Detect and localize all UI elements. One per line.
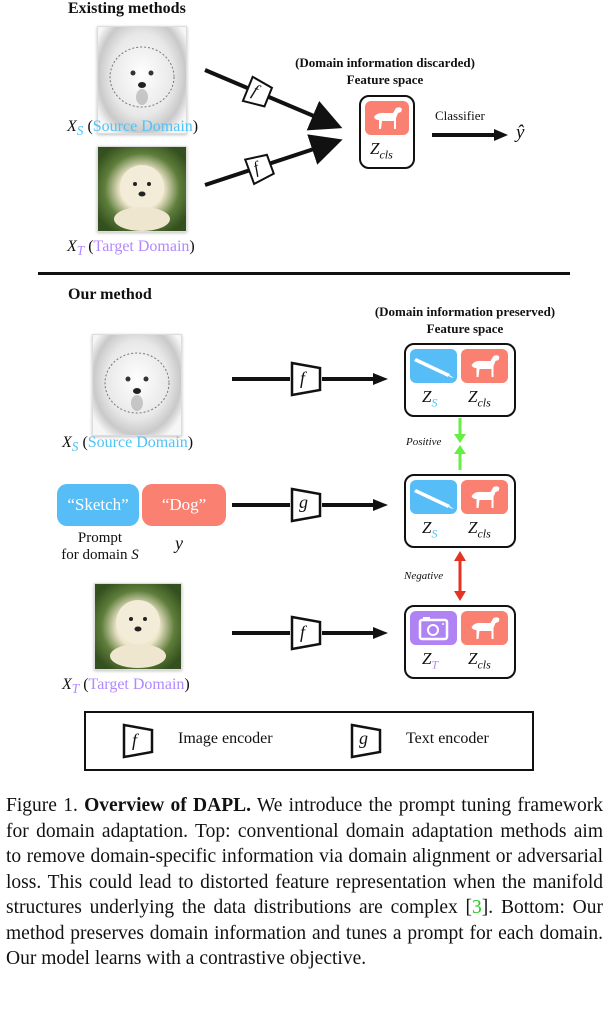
legend-image-encoder-icon: f: [122, 723, 154, 759]
encoder-trapezoid-icon: [350, 723, 382, 759]
top-image-encoder-source: f: [240, 74, 275, 112]
target-domain-label-2: XT (Target Domain): [62, 676, 190, 697]
z-s-label: ZS: [422, 518, 438, 541]
source-domain-sketch-image: [97, 26, 187, 134]
domain-tile-source: [410, 349, 457, 383]
section-divider: [38, 272, 570, 275]
feature-box-target-image: ZT Zcls: [404, 605, 516, 679]
image-encoder-f-source: f: [290, 361, 322, 397]
class-tile: [461, 611, 508, 645]
feature-box-source-image: ZS Zcls: [404, 343, 516, 417]
pencil-icon: [414, 489, 454, 509]
prompt-caption: Prompt for domain S: [61, 530, 139, 563]
feature-space-note: (Domain information discarded): [295, 55, 475, 70]
positive-label: Positive: [406, 436, 442, 448]
our-method-heading: Our method: [68, 286, 152, 303]
photo-dog-illustration: [114, 165, 170, 231]
feature-space-title: Feature space: [346, 72, 424, 87]
z-cls-label: Zcls: [370, 139, 393, 162]
prompt-domain-token: “Sketch”: [57, 484, 139, 526]
classifier-arrow: [432, 129, 508, 141]
class-tile: [365, 101, 409, 135]
encoder-legend: f Image encoder g Text encoder: [84, 711, 534, 771]
encoder-trapezoid-icon: [290, 487, 322, 523]
z-cls-label: Zcls: [468, 387, 491, 410]
source-domain-sketch-image-2: [92, 334, 182, 436]
negative-label: Negative: [404, 570, 444, 582]
feature-space-note: (Domain information preserved): [374, 304, 556, 319]
dog-icon: [471, 486, 500, 508]
classifier-label: Classifier: [435, 108, 485, 123]
caption-body: We introduce the prompt tuning framework…: [6, 795, 603, 918]
domain-tile-source: [410, 480, 457, 514]
encoder-trapezoid-icon: [290, 361, 322, 397]
class-variable-y: y: [175, 533, 183, 553]
caption-body-end: ]. Bottom: Our method preserves domain i…: [6, 897, 603, 969]
target-domain-photo-image-2: [94, 583, 182, 670]
figure-caption: Figure 1. Overview of DAPL. We introduce…: [6, 793, 603, 972]
sketch-dog-illustration: [104, 352, 170, 414]
top-image-encoder-target: f: [243, 149, 278, 186]
z-cls-label: Zcls: [468, 649, 491, 672]
legend-text-encoder-label: Text encoder: [406, 730, 489, 747]
bottom-feature-space-heading: (Domain information preserved) Feature s…: [345, 303, 585, 337]
text-encoder-g: g: [290, 487, 322, 523]
prompt-text-arrow: [232, 499, 388, 511]
legend-image-encoder-label: Image encoder: [178, 730, 273, 747]
source-domain-label: XS (Source Domain): [67, 118, 199, 139]
feature-box-text: ZS Zcls: [404, 474, 516, 548]
image-encoder-f-target: f: [290, 615, 322, 651]
encoder-trapezoid-icon: [122, 723, 154, 759]
pencil-icon: [414, 358, 454, 378]
legend-text-encoder-icon: g: [350, 723, 382, 759]
dog-icon: [374, 107, 402, 129]
sketch-dog-illustration: [109, 46, 175, 108]
z-cls-label: Zcls: [468, 518, 491, 541]
dog-icon: [471, 355, 500, 377]
existing-methods-heading: Existing methods: [68, 0, 186, 17]
feature-space-title: Feature space: [426, 321, 504, 336]
caption-prefix: Figure 1.: [6, 795, 85, 816]
camera-icon: [418, 617, 449, 641]
source-arrow: [204, 68, 343, 131]
encoder-trapezoid-icon: [290, 615, 322, 651]
class-tile: [461, 480, 508, 514]
z-t-label: ZT: [422, 649, 439, 672]
top-feature-box: Zcls: [359, 95, 415, 169]
positive-arrows: [454, 418, 466, 470]
top-feature-space-heading: (Domain information discarded) Feature s…: [270, 54, 500, 88]
prompt-class-token: “Dog”: [142, 484, 226, 526]
target-image-arrow: [232, 627, 388, 639]
negative-arrow: [454, 551, 466, 601]
target-domain-label: XT (Target Domain): [67, 238, 195, 259]
class-tile: [461, 349, 508, 383]
z-s-label: ZS: [422, 387, 438, 410]
source-image-arrow: [232, 373, 388, 385]
citation-link[interactable]: 3: [472, 897, 482, 918]
domain-tile-target: [410, 611, 457, 645]
target-domain-photo-image: [97, 146, 187, 232]
dog-icon: [471, 617, 500, 639]
prediction-y-hat: ŷ: [516, 122, 525, 143]
photo-dog-illustration: [110, 600, 166, 668]
encoder-trapezoid-icon: [243, 153, 275, 186]
encoder-trapezoid-icon: [241, 75, 274, 108]
source-domain-label-2: XS (Source Domain): [62, 434, 194, 455]
caption-title: Overview of DAPL.: [84, 795, 251, 816]
